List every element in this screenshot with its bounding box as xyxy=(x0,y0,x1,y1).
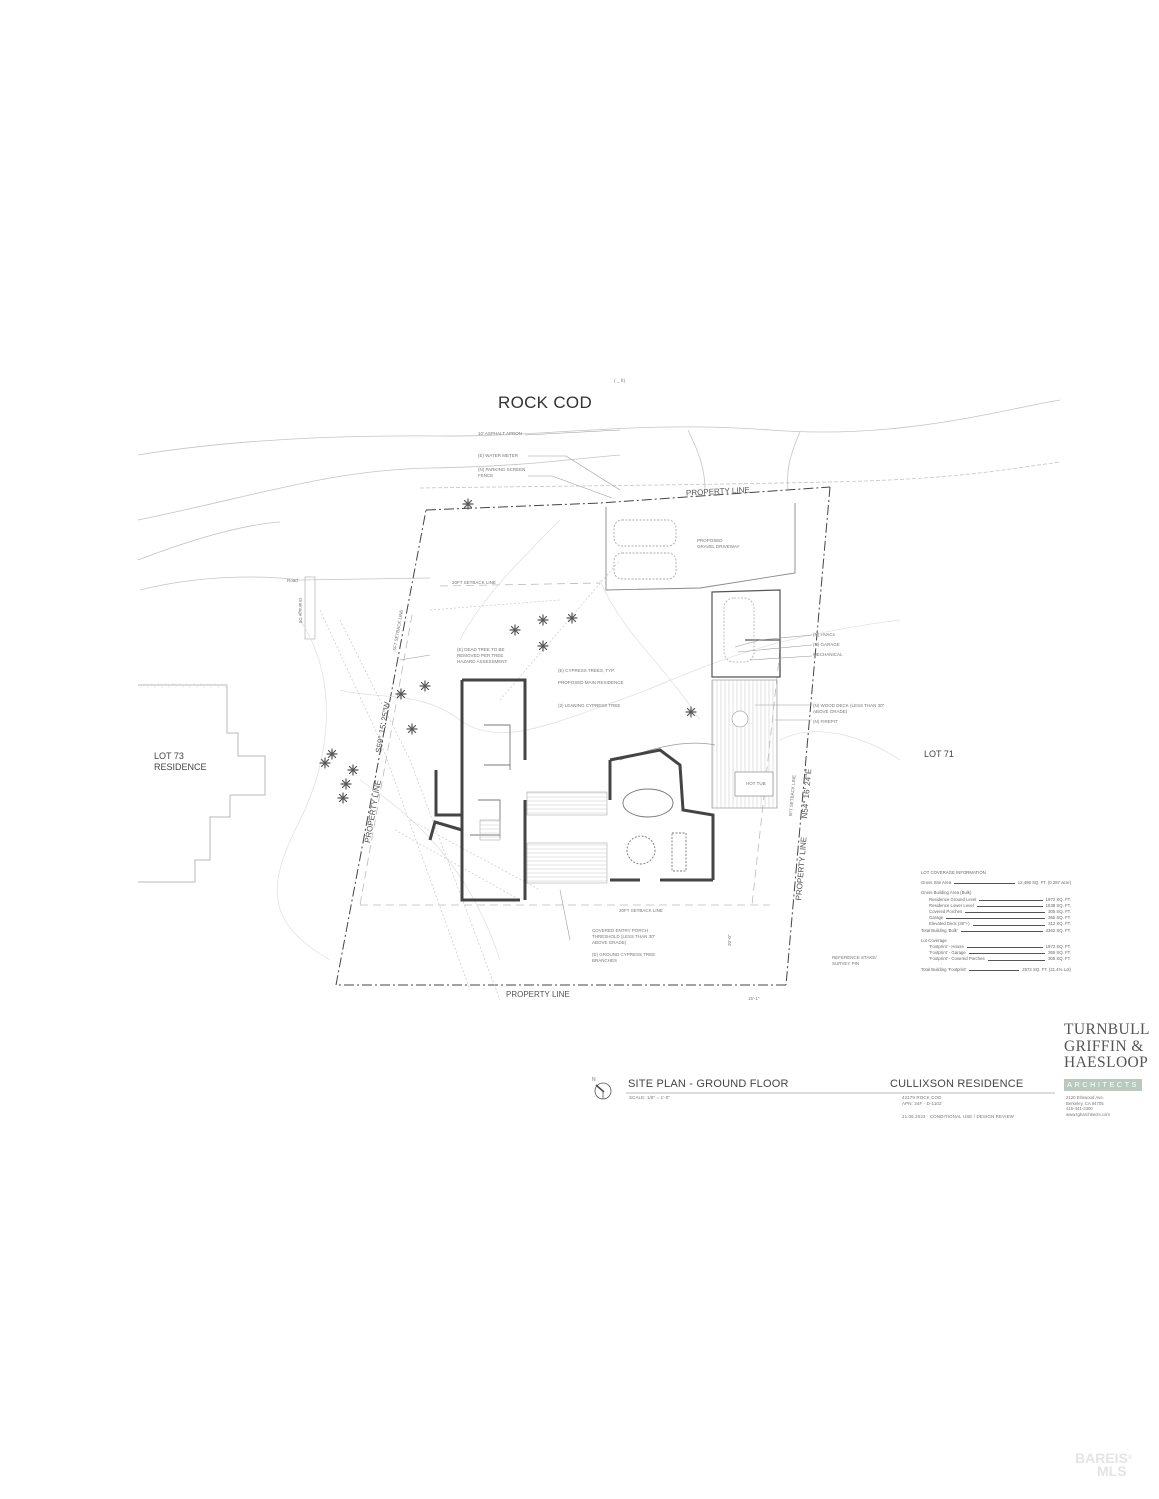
note-dead-tree: (E) DEAD TREE TO BE REMOVED PER TREE HAZ… xyxy=(457,647,508,664)
note-ground-cypress: (E) GROUND CYPRESS TREE BRANCHES xyxy=(592,952,656,963)
topo-contours xyxy=(276,519,901,961)
note-firepit: (N) FIREPIT xyxy=(813,719,838,724)
sheet-title: SITE PLAN - GROUND FLOOR xyxy=(628,1078,789,1090)
lot-73-label: LOT 73 RESIDENCE xyxy=(154,751,207,772)
lot-71-label: LOT 71 xyxy=(924,749,954,759)
note-drainage: Drainage Dtl xyxy=(298,598,303,624)
note-asphalt-apron: 10' ASPHALT APRON xyxy=(478,431,522,436)
street-corner-note: ( _ ft) xyxy=(614,378,626,383)
road-edges xyxy=(137,399,1061,591)
garage xyxy=(711,589,781,678)
mls-watermark: BAREIS® MLS xyxy=(1075,1450,1133,1479)
coverage-row-total-footprint: Total Building 'Footprint'2572 SQ. FT. (… xyxy=(921,966,1071,972)
note-wood-deck: (N) WOOD DECK (LESS THAN 30" ABOVE GRADE… xyxy=(813,703,885,714)
street-name: ROCK COD xyxy=(498,393,593,412)
note-leaning-cypress: (2) LEANING CYPRESS TREE xyxy=(558,703,621,708)
coverage-bulk-heading: Gross Building Area (Bulk) xyxy=(921,890,972,896)
issue-note: 21.06.2023 · CONDITIONAL USE / DESIGN RE… xyxy=(902,1114,1015,1119)
note-cypress-trees: (E) CYPRESS TREES, TYP. xyxy=(558,668,615,673)
coverage-row: Elevated Deck (30"+)312 SQ. FT. xyxy=(929,921,1071,927)
firm-logo: TURNBULL GRIFFIN & HAESLOOP xyxy=(1064,1021,1150,1071)
note-garage: (N) GARAGE xyxy=(813,642,840,647)
coverage-footprint-heading: Lot Coverage xyxy=(921,937,947,943)
north-arrow-label: N xyxy=(592,1077,596,1083)
note-reference-stake: REFERENCE STAKE/ SURVEY PIN xyxy=(832,955,877,966)
note-hot-tub: HOT TUB xyxy=(746,781,766,786)
note-main-residence: PROPOSED MAIN RESIDENCE xyxy=(558,680,624,685)
lot-73-building xyxy=(138,683,266,883)
note-hvac: (N) HVACs xyxy=(813,632,835,637)
firm-address: 2120 Elmwood Ave. Berkeley, CA 94705 415… xyxy=(1066,1095,1110,1117)
note-covered-porch: COVERED ENTRY PORCH THRESHOLD (LESS THAN… xyxy=(592,928,656,945)
property-line-south-label: PROPERTY LINE xyxy=(506,990,570,999)
coverage-row-total-bulk: Total Building 'Bulk'4362 SQ. FT. xyxy=(921,927,1071,933)
drainage-structure xyxy=(304,576,316,640)
note-mechanical: MECHANICAL xyxy=(813,652,843,657)
stairs-terraces xyxy=(479,791,608,884)
dimension-south: 15'-1" xyxy=(748,996,760,1001)
note-road: Road xyxy=(287,578,298,583)
driveway xyxy=(605,503,796,591)
leader-lines xyxy=(399,429,813,941)
scale-note: SCALE: 1/8" = 1'-0" xyxy=(629,1095,671,1100)
main-residence xyxy=(428,678,715,902)
project-name: CULLIXSON RESIDENCE xyxy=(890,1078,1024,1090)
property-line xyxy=(335,486,831,986)
coverage-title: LOT COVERAGE INFORMATION xyxy=(921,870,986,875)
note-parking-screen: (N) PARKING SCREEN FENCE xyxy=(478,467,526,478)
note-rear-setback: 20FT SETBACK LINE xyxy=(619,908,663,913)
cypress-tree-icons xyxy=(319,498,697,804)
architects-badge: ARCHITECTS xyxy=(1064,1079,1142,1091)
project-address: 42179 ROCK COD APN: 34F - D-1102 xyxy=(902,1095,942,1106)
dimension-setback: 20'-0" xyxy=(727,934,732,946)
deck xyxy=(619,679,778,809)
note-water-meter: (E) WATER METER xyxy=(478,453,518,458)
note-front-setback: 20FT SETBACK LINE xyxy=(452,580,496,585)
note-driveway: PROPOSED GRAVEL DRIVEWAY xyxy=(697,538,740,549)
tree-driplines xyxy=(319,559,621,1001)
north-arrow-glyph xyxy=(594,1082,612,1100)
coverage-row-gross-site: Gross Site Area 12,498 SQ. FT. (0.287 ac… xyxy=(921,880,1071,886)
lot-coverage-table: LOT COVERAGE INFORMATION Gross Site Area… xyxy=(921,870,1071,973)
